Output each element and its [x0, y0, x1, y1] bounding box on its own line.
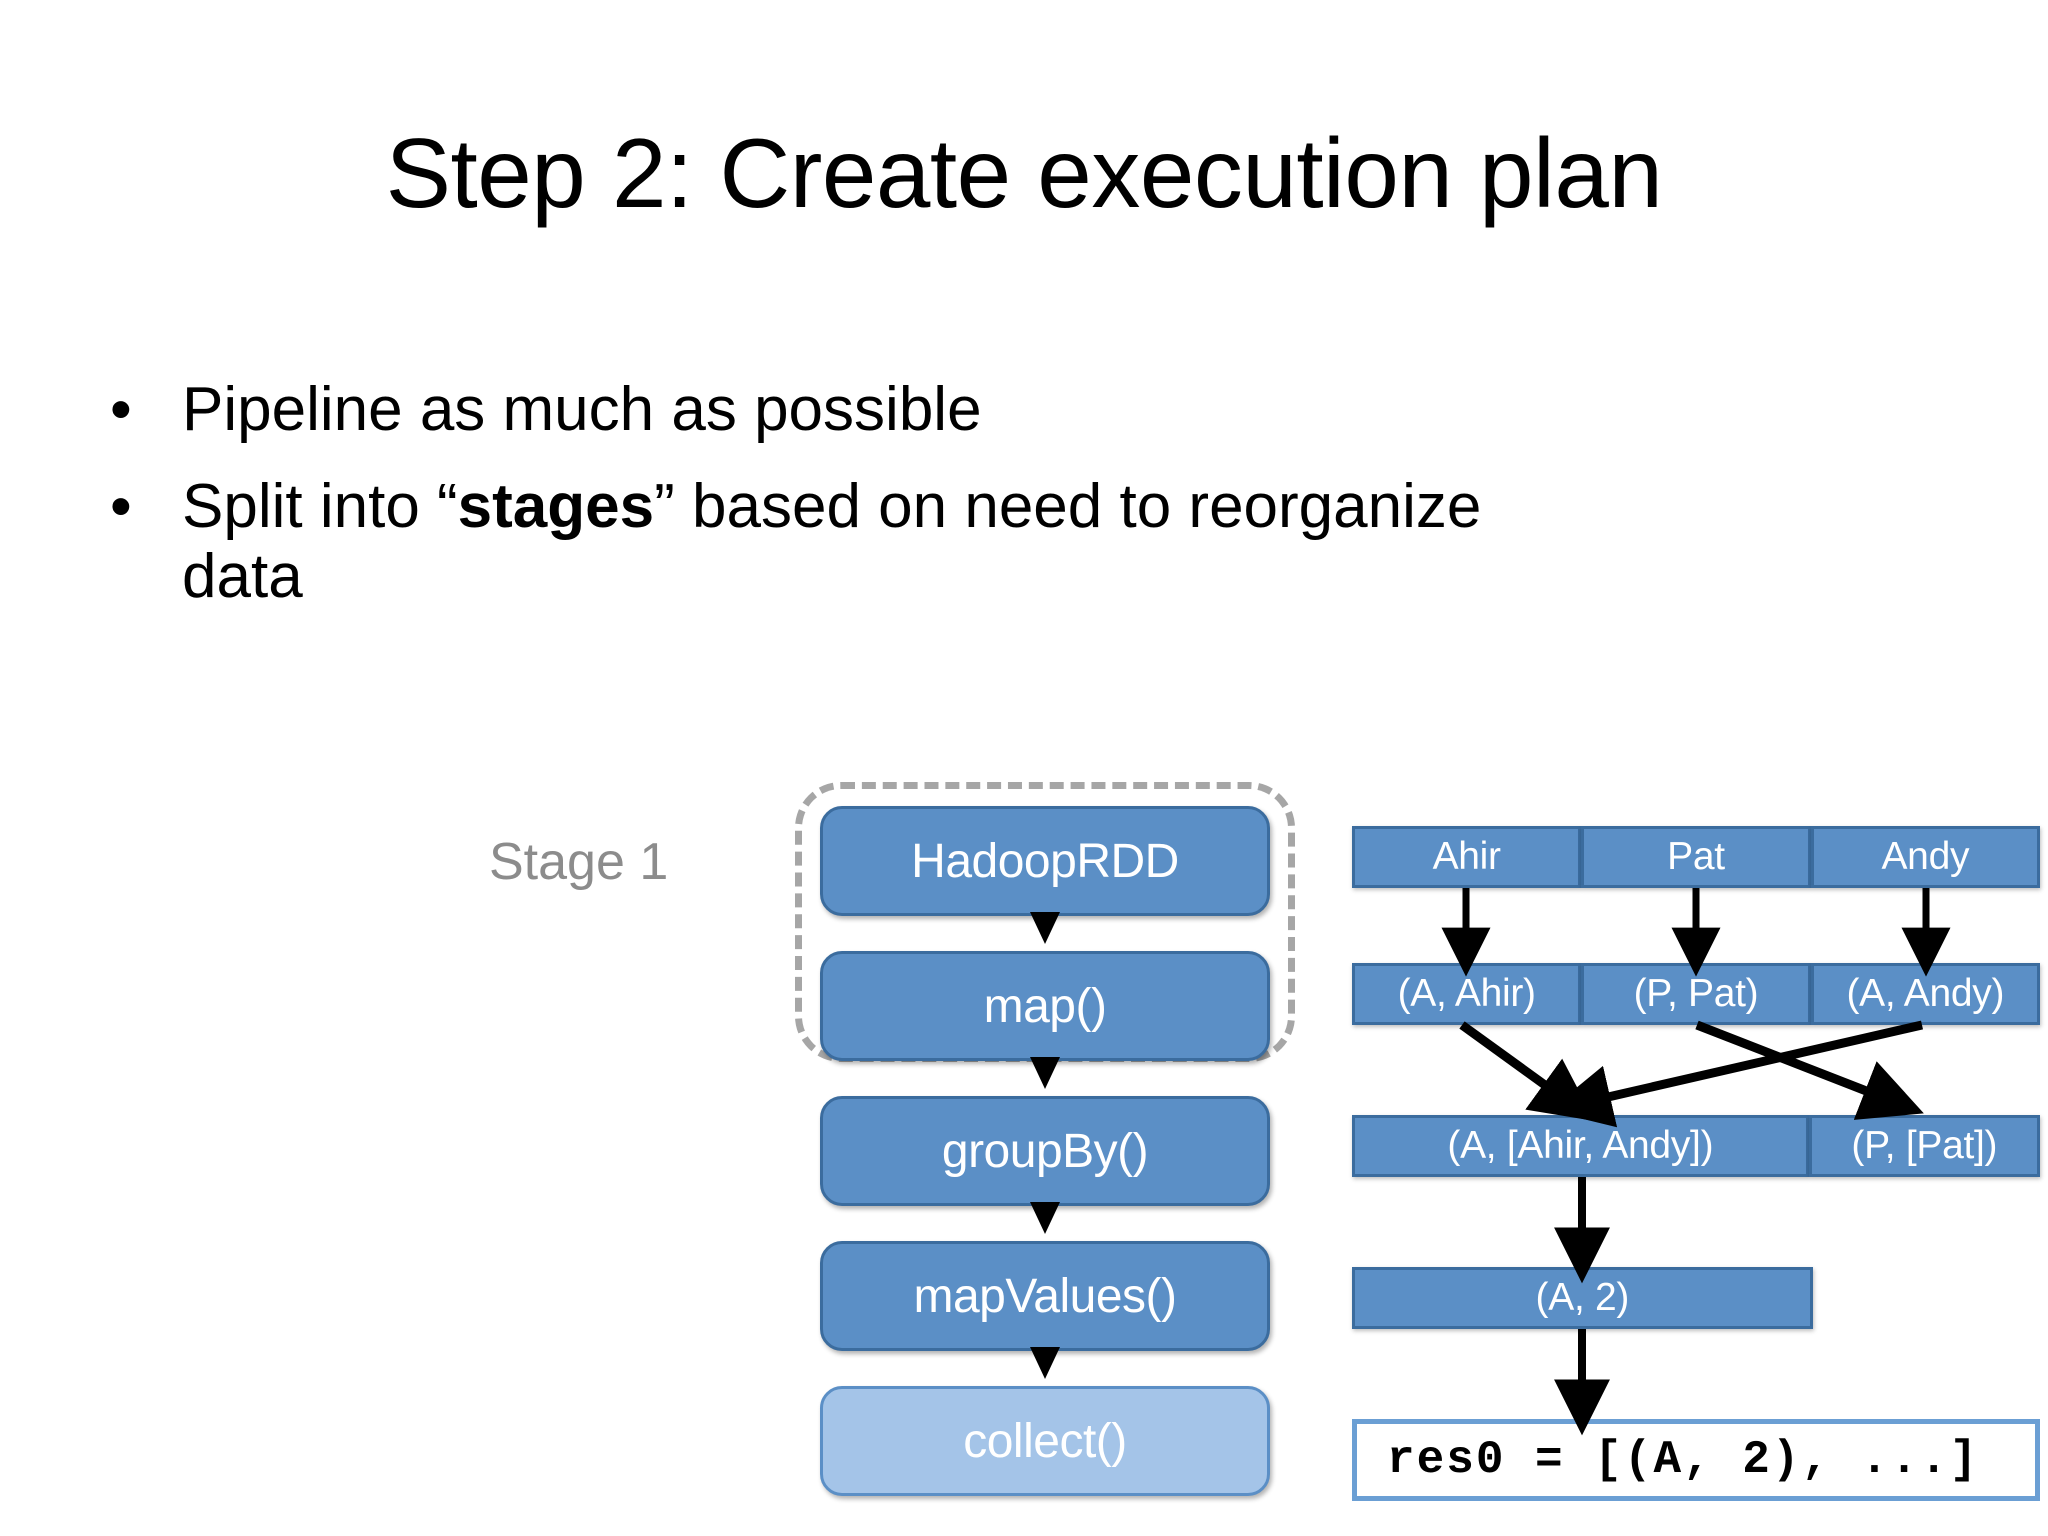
arrow-diagonal-icon: [1548, 1020, 1924, 1128]
arrow-down-icon: [1030, 1347, 1060, 1379]
data-cell: (A, 2): [1352, 1267, 1813, 1329]
data-cell: (P, Pat): [1581, 963, 1811, 1025]
flow-node-label: collect(): [963, 1414, 1127, 1468]
execution-plan-flowchart: HadoopRDD map() groupBy() mapValues() co…: [820, 806, 1270, 1496]
bullet-list: • Pipeline as much as possible • Split i…: [110, 375, 1810, 639]
bullet-point-icon: •: [110, 471, 132, 541]
page-title: Step 2: Create execution plan: [385, 118, 1663, 228]
arrow-straight-svg: [1554, 1329, 1610, 1436]
bullet-point-icon: •: [110, 375, 132, 444]
arrows-crossing-svg: [1459, 1020, 1924, 1128]
flow-connector: [820, 1347, 1270, 1386]
flow-connector: [820, 1057, 1270, 1096]
arrows-straight-svg: [1441, 888, 1951, 977]
data-flow-arrow-count: [1352, 1177, 2040, 1284]
data-cell: (A, Ahir): [1352, 963, 1582, 1025]
data-cell: Andy: [1810, 826, 2040, 888]
arrow-diagonal-icon: [1459, 1021, 1595, 1122]
data-row-counted: (A, 2): [1352, 1267, 2040, 1329]
data-row-pairs: (A, Ahir) (P, Pat) (A, Andy): [1352, 963, 2040, 1025]
flow-connector: [820, 1202, 1270, 1241]
arrow-straight-svg: [1554, 1177, 1610, 1284]
flow-node-label: mapValues(): [913, 1269, 1177, 1323]
data-flow-arrows-shuffle: [1352, 1020, 2040, 1128]
arrow-down-icon: [1030, 1057, 1060, 1089]
data-cell: (A, Andy): [1810, 963, 2040, 1025]
list-item: • Pipeline as much as possible: [110, 375, 1810, 446]
result-output-box: res0 = [(A, 2), ...]: [1352, 1419, 2040, 1501]
data-row-names: Ahir Pat Andy: [1352, 826, 2040, 888]
flow-node-collect[interactable]: collect(): [820, 1386, 1270, 1496]
list-item: • Split into “stages” based on need to r…: [110, 472, 1810, 613]
flow-node-map[interactable]: map(): [820, 951, 1270, 1061]
flow-node-label: HadoopRDD: [911, 834, 1179, 888]
data-cell: (P, [Pat]): [1808, 1115, 2040, 1177]
data-flow-diagram: Ahir Pat Andy (A, Ahir) (P, Pat) (A, And…: [1352, 826, 2040, 1501]
data-cell: (A, [Ahir, Andy]): [1352, 1115, 1809, 1177]
data-flow-arrows-map: [1352, 888, 2040, 977]
stage-label: Stage 1: [489, 833, 669, 891]
flow-node-label: groupBy(): [941, 1124, 1149, 1178]
arrow-diagonal-icon: [1695, 1020, 1924, 1120]
arrow-down-icon: [1030, 912, 1060, 944]
result-text: res0 = [(A, 2), ...]: [1387, 1434, 1980, 1486]
flow-connector: [820, 912, 1270, 951]
data-cell-blank: [1813, 1267, 2040, 1329]
flow-node-hadooprdd[interactable]: HadoopRDD: [820, 806, 1270, 916]
flow-node-mapvalues[interactable]: mapValues(): [820, 1241, 1270, 1351]
data-cell: Ahir: [1352, 826, 1582, 888]
arrow-down-icon: [1030, 1202, 1060, 1234]
data-row-grouped: (A, [Ahir, Andy]) (P, [Pat]): [1352, 1115, 2040, 1177]
flow-node-label: map(): [983, 979, 1107, 1033]
data-cell: Pat: [1581, 826, 1811, 888]
flow-node-groupby[interactable]: groupBy(): [820, 1096, 1270, 1206]
bullet-text-pipeline: Pipeline as much as possible: [182, 375, 982, 444]
bullet-text-stages: Split into “stages” based on need to reo…: [182, 471, 1482, 612]
data-flow-arrow-result: [1352, 1329, 2040, 1436]
